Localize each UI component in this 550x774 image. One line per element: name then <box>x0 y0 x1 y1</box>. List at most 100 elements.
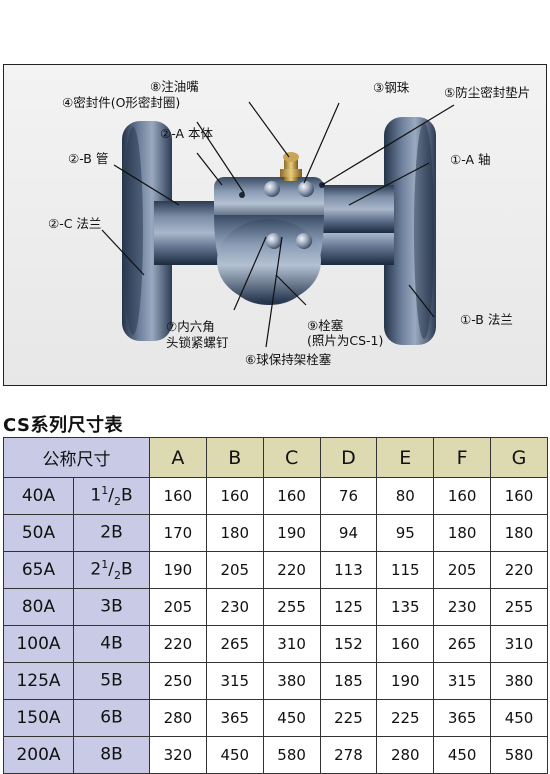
value-cell: 315 <box>433 662 492 700</box>
value-cell: 180 <box>433 514 492 552</box>
callout-flange-b: ①-B 法兰 <box>460 312 513 327</box>
header-col-g: G <box>490 437 548 478</box>
callout-ball-retainer-plug: ⑥球保持架栓塞 <box>245 352 332 367</box>
callout-body: ②-A 本体 <box>160 126 213 141</box>
value-cell: 220 <box>262 551 321 589</box>
table-row: 150A 6B 280 365 450 225 225 365 450 <box>3 699 548 737</box>
value-cell: 450 <box>262 699 321 737</box>
header-col-e: E <box>376 437 435 478</box>
inch-whole: 8B <box>100 744 123 765</box>
inch-denominator: 2 <box>113 569 121 583</box>
value-cell: 315 <box>205 662 264 700</box>
value-cell: 225 <box>376 699 435 737</box>
header-col-b: B <box>205 437 264 478</box>
value-cell: 160 <box>262 477 321 515</box>
value-cell: 94 <box>319 514 378 552</box>
inch-denominator: 2 <box>113 495 121 509</box>
value-cell: 160 <box>490 477 548 515</box>
size-inch-cell: 2B <box>73 514 150 552</box>
table-row: 50A 2B 170 180 190 94 95 180 180 <box>3 514 548 552</box>
header-col-f: F <box>433 437 492 478</box>
callout-hex-screw-line1: ⑦内六角 <box>166 319 215 334</box>
value-cell: 255 <box>262 588 321 626</box>
table-row: 80A 3B 205 230 255 125 135 230 255 <box>3 588 548 626</box>
value-cell: 115 <box>376 551 435 589</box>
inch-whole: 2 <box>90 559 102 580</box>
value-cell: 220 <box>490 551 548 589</box>
value-cell: 185 <box>319 662 378 700</box>
inch-whole: 6B <box>100 707 123 728</box>
inch-whole: 3B <box>100 596 123 617</box>
value-cell: 255 <box>490 588 548 626</box>
inch-unit: B <box>120 485 133 506</box>
value-cell: 160 <box>149 477 207 515</box>
value-cell: 125 <box>319 588 378 626</box>
header-col-d: D <box>319 437 378 478</box>
size-mm-cell: 50A <box>3 514 74 552</box>
size-inch-cell: 4B <box>73 625 150 663</box>
value-cell: 265 <box>205 625 264 663</box>
value-cell: 205 <box>149 588 207 626</box>
value-cell: 190 <box>149 551 207 589</box>
value-cell: 380 <box>490 662 548 700</box>
header-col-c: C <box>262 437 321 478</box>
size-mm-cell: 200A <box>3 736 74 774</box>
callout-seal: ④密封件(O形密封圈) <box>62 95 181 110</box>
table-row: 125A 5B 250 315 380 185 190 315 380 <box>3 662 548 700</box>
value-cell: 225 <box>319 699 378 737</box>
value-cell: 310 <box>262 625 321 663</box>
value-cell: 365 <box>433 699 492 737</box>
inch-whole: 4B <box>100 633 123 654</box>
value-cell: 220 <box>149 625 207 663</box>
size-mm-cell: 65A <box>3 551 74 589</box>
size-inch-cell: 11/2B <box>73 477 150 515</box>
callout-grease-nipple: ⑧注油嘴 <box>150 79 199 94</box>
callout-hex-screw-line2: 头锁紧螺钉 <box>166 335 229 350</box>
value-cell: 450 <box>205 736 264 774</box>
size-inch-cell: 8B <box>73 736 150 774</box>
value-cell: 160 <box>205 477 264 515</box>
left-flange-shape <box>122 121 172 341</box>
value-cell: 380 <box>262 662 321 700</box>
value-cell: 320 <box>149 736 207 774</box>
value-cell: 113 <box>319 551 378 589</box>
swivel-joint-illustration <box>101 101 455 348</box>
right-flange-shape <box>384 117 436 345</box>
value-cell: 450 <box>433 736 492 774</box>
table-row: 40A 11/2B 160 160 160 76 80 160 160 <box>3 477 548 515</box>
callout-flange-c: ②-C 法兰 <box>48 216 102 231</box>
table-row: 65A 21/2B 190 205 220 113 115 205 220 <box>3 551 548 589</box>
callout-plug-line2: (照片为CS-1) <box>307 333 384 348</box>
value-cell: 280 <box>149 699 207 737</box>
size-inch-cell: 5B <box>73 662 150 700</box>
value-cell: 580 <box>262 736 321 774</box>
inch-whole: 1 <box>90 485 102 506</box>
size-mm-cell: 80A <box>3 588 74 626</box>
callout-shaft: ①-A 轴 <box>450 152 491 167</box>
header-nominal-size: 公称尺寸 <box>3 437 150 478</box>
callout-pipe: ②-B 管 <box>68 151 109 166</box>
value-cell: 135 <box>376 588 435 626</box>
inch-slash: / <box>108 485 114 506</box>
value-cell: 170 <box>149 514 207 552</box>
table-row: 100A 4B 220 265 310 152 160 265 310 <box>3 625 548 663</box>
inch-numerator: 1 <box>101 557 109 571</box>
table-header-row: 公称尺寸 A B C D E F G <box>3 437 548 478</box>
value-cell: 205 <box>205 551 264 589</box>
callout-steel-ball: ③钢珠 <box>373 80 410 95</box>
callout-dust-seal: ⑤防尘密封垫片 <box>444 85 531 100</box>
value-cell: 230 <box>433 588 492 626</box>
value-cell: 265 <box>433 625 492 663</box>
value-cell: 76 <box>319 477 378 515</box>
size-inch-cell: 3B <box>73 588 150 626</box>
dimension-table: 公称尺寸 A B C D E F G 40A 11/2B 160 160 160… <box>3 437 548 774</box>
value-cell: 580 <box>490 736 548 774</box>
inch-slash: / <box>108 559 114 580</box>
size-inch-cell: 6B <box>73 699 150 737</box>
size-inch-cell: 21/2B <box>73 551 150 589</box>
value-cell: 365 <box>205 699 264 737</box>
inch-unit: B <box>120 559 133 580</box>
value-cell: 278 <box>319 736 378 774</box>
size-mm-cell: 100A <box>3 625 74 663</box>
callout-plug-line1: ⑨栓塞 <box>307 318 344 333</box>
